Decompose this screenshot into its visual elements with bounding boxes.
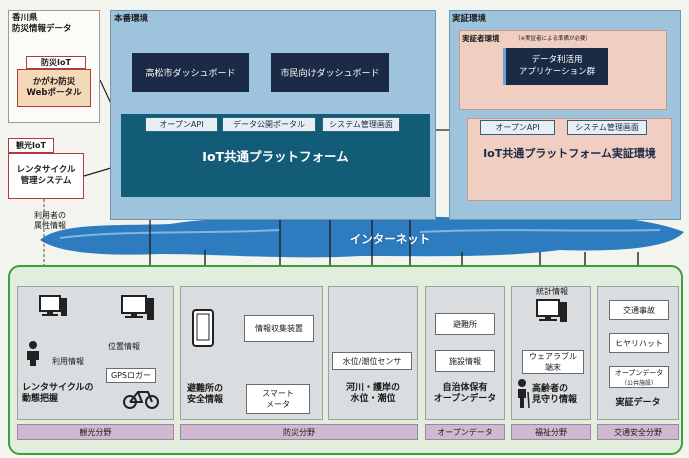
internet-label: インターネット <box>349 232 431 246</box>
experimental-platform-title: IoT共通プラットフォーム実証環境 <box>483 147 656 160</box>
stats-info-label: 統計情報 <box>536 287 568 296</box>
traffic-label: 実証データ <box>615 398 661 408</box>
open-api-pill: オープンAPI <box>145 117 218 132</box>
desktop-pc-icon <box>39 295 67 316</box>
shelter-box: 避難所 <box>435 313 495 335</box>
info-collector-box: 情報収集装置 <box>244 315 314 342</box>
kanko-iot-tag: 観光IoT <box>8 138 54 153</box>
gps-logger-box: GPSロガー <box>106 368 156 383</box>
elderly-label: 高齢者の 見守り情報 <box>532 384 578 406</box>
bicycle-icon <box>123 391 159 409</box>
location-info-label: 位置情報 <box>108 342 140 351</box>
desktop-pc-icon <box>121 295 154 320</box>
kagawa-portal-box: かがわ防災 Webポータル <box>17 69 91 107</box>
municipal-label: 自治体保有 オープンデータ <box>433 383 497 405</box>
system-admin-pill: システム管理画面 <box>322 117 400 132</box>
water-level-sensor-box: 水位/潮位センサ <box>332 352 412 370</box>
rental-cycle-label: レンタサイクルの 動態把握 <box>22 383 94 405</box>
data-portal-pill: データ公開ポータル <box>222 117 316 132</box>
evacuation-label: 避難所の 安全情報 <box>187 384 224 406</box>
data-app-box: データ利活用 アプリケーション群 <box>503 48 608 85</box>
elderly-person-icon <box>518 379 530 408</box>
near-miss-box: ヒヤリハット <box>609 333 669 353</box>
bosai-iot-tag: 防災IoT <box>26 56 86 69</box>
internet-cloud <box>40 215 684 258</box>
smart-meter-box: スマート メータ <box>246 384 310 414</box>
category-welfare: 福祉分野 <box>511 424 591 440</box>
wearable-box: ウェアラブル 端末 <box>522 350 584 374</box>
open-api-pill-exp: オープンAPI <box>480 120 555 135</box>
desktop-pc-icon <box>536 299 567 322</box>
production-label: 本番環境 <box>114 14 149 24</box>
experimenter-note: （※実証者による準備が必要） <box>515 36 591 42</box>
rental-management-system-box: レンタサイクル 管理システム <box>8 153 84 199</box>
system-admin-pill-exp: システム管理画面 <box>567 120 647 135</box>
category-disaster: 防災分野 <box>180 424 418 440</box>
citizen-dashboard: 市民向けダッシュボード <box>271 53 389 92</box>
iot-platform-title: IoT共通プラットフォーム <box>202 149 349 164</box>
takamatsu-dashboard: 高松市ダッシュボード <box>132 53 249 92</box>
person-icon <box>27 341 39 366</box>
river-label: 河川・護岸の 水位・潮位 <box>345 383 400 405</box>
facility-info-box: 施設情報 <box>435 350 495 372</box>
experimental-label: 実証環境 <box>452 14 487 24</box>
user-attribute-label: 利用者の 属性情報 <box>34 211 66 230</box>
category-traffic: 交通安全分野 <box>597 424 679 440</box>
experimenter-label: 実証者環境 <box>462 34 500 43</box>
kagawa-title: 香川県 防災情報データ <box>12 13 72 34</box>
traffic-accident-box: 交通事故 <box>609 300 669 320</box>
open-data-public-box: オープンデータ （公共施設） <box>609 366 669 388</box>
category-open-data: オープンデータ <box>425 424 505 440</box>
category-tourism: 観光分野 <box>17 424 174 440</box>
usage-info-label: 利用情報 <box>52 357 84 366</box>
smartphone-icon <box>192 309 214 347</box>
